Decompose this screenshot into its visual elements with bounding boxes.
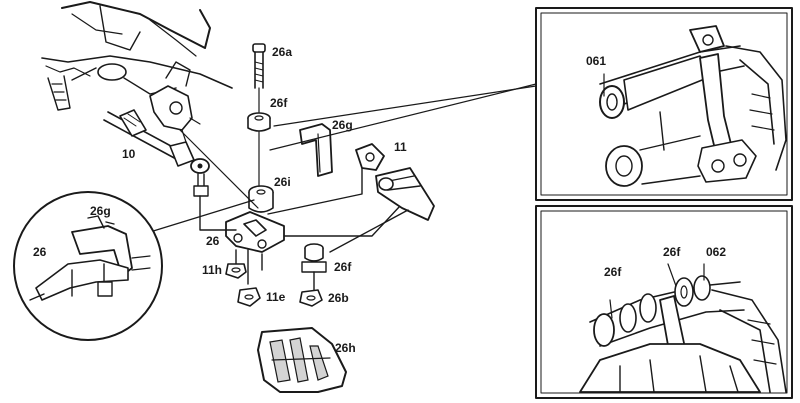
lever-26 — [225, 211, 285, 285]
label-26-main: 26 — [206, 234, 220, 248]
shift-rod-part-11 — [329, 143, 435, 253]
label-26f-inset-mid: 26f — [663, 245, 681, 259]
label-26f-inset-left: 26f — [604, 265, 622, 279]
label-26b: 26b — [328, 291, 349, 305]
label-26-circle: 26 — [33, 245, 47, 259]
label-062: 062 — [706, 245, 726, 259]
label-26g: 26g — [332, 118, 353, 132]
label-11e: 11e — [266, 290, 286, 304]
label-26f-top: 26f — [270, 96, 288, 110]
nut-11e — [237, 287, 261, 307]
frame-background-sketch — [41, 1, 233, 143]
label-26a: 26a — [272, 45, 292, 59]
detail-circle-26g — [13, 191, 163, 341]
leader-lines-insets — [149, 83, 537, 233]
label-061: 061 — [586, 54, 606, 68]
adjuster-rod-part-10 — [103, 109, 210, 197]
label-11-right: 11 — [394, 140, 407, 154]
cover-plate-26h — [257, 327, 347, 393]
part-labels: 26a 26f 26g 11 10 26i 26 11h 11e 26f 26b… — [33, 45, 726, 355]
nut-26b — [299, 289, 323, 307]
inset-top-right — [535, 7, 793, 201]
bolt-26f-mid — [301, 243, 327, 291]
label-11h: 11h — [202, 263, 222, 277]
label-26g-circle: 26g — [90, 204, 111, 218]
bushing-26i — [248, 185, 274, 213]
label-10: 10 — [122, 147, 136, 161]
label-26h: 26h — [335, 341, 356, 355]
bushing-26f-top — [247, 112, 271, 132]
linkage-rods — [179, 129, 401, 237]
bracket-26g — [299, 123, 333, 177]
inset-bottom-right — [535, 205, 793, 399]
nut-11h — [225, 263, 247, 279]
label-26i: 26i — [274, 175, 291, 189]
label-26f-mid: 26f — [334, 260, 352, 274]
bolt-26a — [252, 43, 266, 89]
